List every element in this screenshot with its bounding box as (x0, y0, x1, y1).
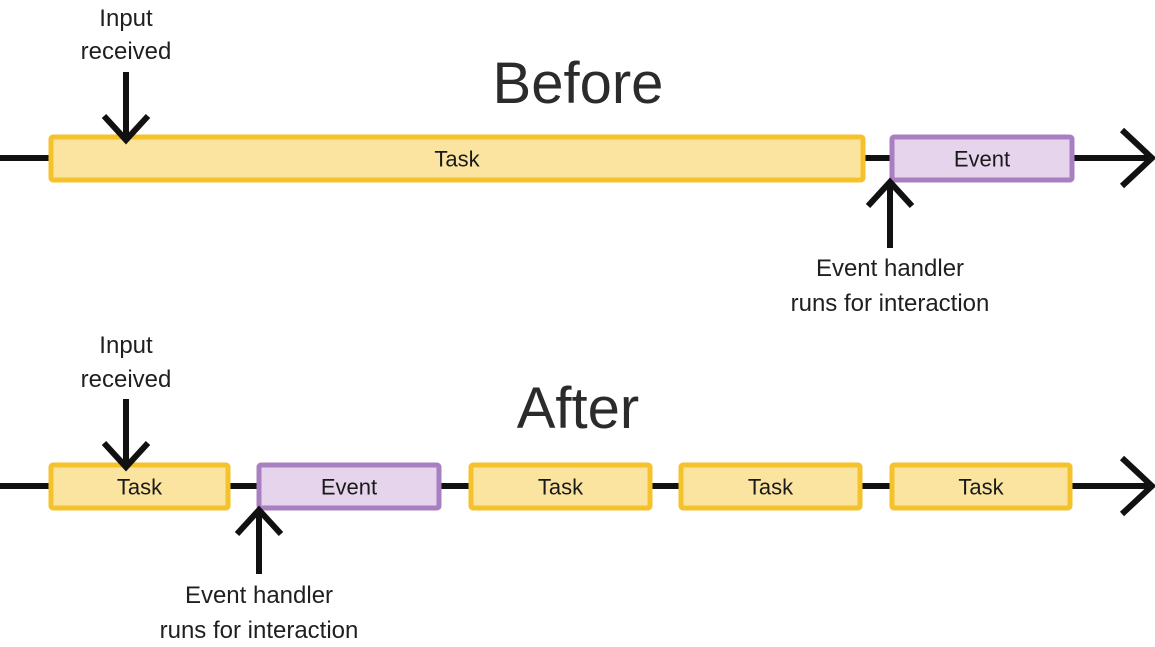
task-block-rect (678, 462, 863, 511)
task-block-label: Task (434, 147, 480, 172)
task-block-label: Task (538, 475, 584, 500)
section-title-before: Before (493, 51, 664, 116)
annotation-arrow-head-icon (101, 113, 151, 145)
task-block[interactable]: Task (48, 134, 866, 183)
task-block-rect (48, 462, 231, 511)
event-block[interactable]: Event (889, 134, 1075, 183)
annotation-arrow-head-icon (101, 440, 151, 472)
task-block[interactable]: Task (468, 462, 653, 511)
annotation-input-received-before: Input received (81, 5, 172, 145)
task-block[interactable]: Task (48, 462, 231, 511)
event-block-label: Event (321, 475, 377, 500)
annotation-line: Event handler (185, 582, 333, 609)
annotation-arrow-head-icon (234, 505, 284, 537)
task-block-label: Task (958, 475, 1004, 500)
annotation-event-handler-before: Event handler runs for interaction (791, 177, 990, 317)
annotation-line: Input (99, 5, 153, 32)
annotation-arrow-head-icon (865, 177, 915, 209)
annotation-line: received (81, 366, 172, 393)
timeline-end-arrow-icon (1119, 127, 1155, 189)
annotation-line: Input (99, 332, 153, 359)
event-block[interactable]: Event (256, 462, 442, 511)
event-block-rect (256, 462, 442, 511)
timeline-end-arrow-icon (1119, 455, 1155, 517)
section-title-after: After (517, 376, 640, 441)
task-block-rect (468, 462, 653, 511)
annotation-line: runs for interaction (160, 617, 359, 644)
task-block-label: Task (748, 475, 794, 500)
annotation-event-handler-after: Event handler runs for interaction (160, 505, 359, 644)
task-block-rect (48, 134, 866, 183)
event-block-label: Event (954, 147, 1010, 172)
annotation-line: received (81, 38, 172, 65)
event-block-rect (889, 134, 1075, 183)
task-block[interactable]: Task (678, 462, 863, 511)
task-block-rect (889, 462, 1073, 511)
annotation-input-received-after: Input received (81, 332, 172, 472)
annotation-line: runs for interaction (791, 290, 990, 317)
annotation-line: Event handler (816, 255, 964, 282)
task-block[interactable]: Task (889, 462, 1073, 511)
task-block-label: Task (117, 475, 163, 500)
